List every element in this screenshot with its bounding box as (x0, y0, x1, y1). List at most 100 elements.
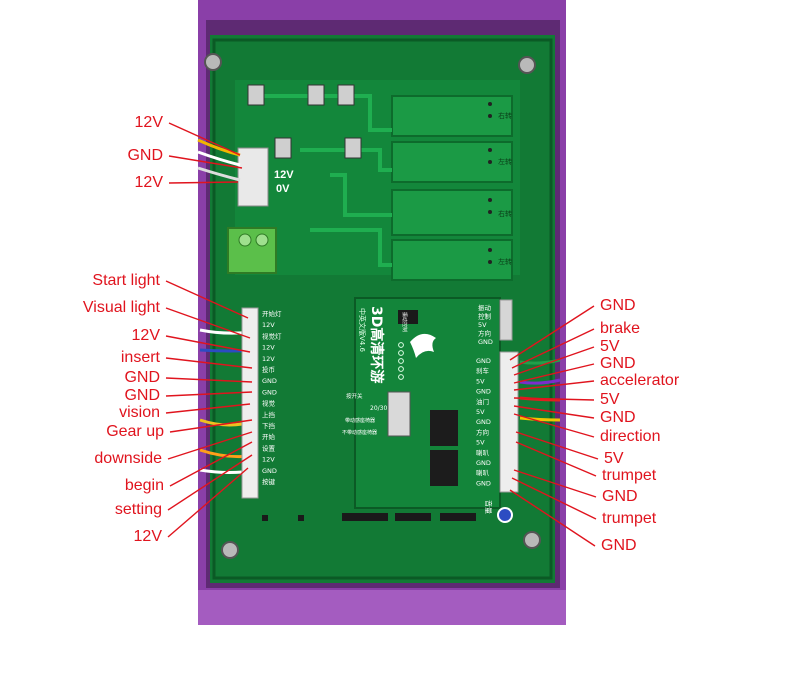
ic-socket-top (430, 410, 458, 446)
silkscreen-pin-label: 5V (476, 439, 485, 447)
silkscreen-pin-label: 12V (262, 344, 275, 352)
relay-1 (391, 95, 513, 137)
callout-label-right: 5V (600, 338, 620, 355)
callout-leader-left (167, 431, 253, 460)
callout-label-left: GND (124, 387, 160, 404)
silkscreen-pin-label: 刹车 (476, 366, 490, 375)
pcb-trace (330, 173, 392, 217)
screw-terminal (227, 227, 277, 274)
relay-pin (488, 148, 492, 152)
screw-top-right (518, 56, 536, 74)
board-version: 中英文版V4.6 (358, 308, 367, 352)
callout-leader-right (513, 413, 595, 438)
wire (197, 166, 241, 182)
silkscreen-pin-label: 5V (476, 408, 485, 416)
callout-label-left: vision (119, 404, 160, 421)
callout-leader-lines (165, 122, 599, 547)
screw-top-left (204, 53, 222, 71)
transistor (337, 84, 355, 106)
screw-bottom-left (221, 541, 239, 559)
relay-4-label: 左转 (498, 257, 512, 266)
relay-4 (391, 239, 513, 281)
callout-label-right: direction (600, 428, 661, 445)
callout-leader-right (513, 405, 595, 419)
relay-2 (391, 141, 513, 183)
silkscreen-pin-label: GND (262, 467, 277, 475)
header-pin (395, 513, 431, 521)
silkscreen-pin-label: 12V (262, 456, 275, 464)
silkscreen-pin-label: 喇叭 (476, 448, 490, 457)
callout-leader-right (513, 469, 597, 498)
callout-label-left: begin (124, 477, 164, 494)
transistor (344, 137, 362, 159)
header-pin (342, 513, 388, 521)
silkscreen-pin-label: 方向 (478, 329, 491, 338)
left-header-connector (241, 307, 259, 499)
callout-leader-left (165, 391, 253, 397)
transistor (247, 84, 265, 106)
led (398, 342, 404, 348)
callout-label-left: 12V (134, 174, 163, 191)
silkscreen-pin-label: 开始 (262, 432, 276, 441)
transistor (274, 137, 292, 159)
relay-3 (391, 189, 513, 236)
mounting-screws (204, 53, 541, 559)
relay-pins (488, 102, 492, 264)
silkscreen-pin-label: 设置 (262, 443, 276, 452)
callout-leader-left (169, 441, 253, 487)
silkscreen-pin-label: 5V (476, 377, 485, 385)
callout-label-left: insert (120, 349, 160, 366)
callout-leader-right (511, 477, 597, 520)
pcb-trace (300, 148, 392, 172)
silkscreen-pin-label: 开始灯 (262, 309, 282, 318)
callout-label-left: GND (127, 147, 163, 164)
power-0v-silkscreen: 0V (276, 183, 290, 195)
relay-pin (488, 210, 492, 214)
callout-label-right: brake (600, 320, 641, 337)
callout-leader-right (513, 363, 595, 384)
callout-label-right: trumpet (602, 467, 657, 484)
silkscreen-pin-label: GND (476, 418, 491, 426)
terminal-screw (238, 233, 252, 247)
silkscreen-pin-label: 振动 (478, 303, 492, 312)
callout-leader-left (168, 181, 239, 184)
silkscreen-pin-label: GND (476, 357, 491, 365)
silkscreen-pin-label: 喇叭 (476, 468, 490, 477)
led (398, 358, 404, 364)
transistor-row (247, 84, 362, 159)
volume-silkscreen: 音量 (484, 500, 493, 514)
pcb-trace (310, 228, 392, 267)
callout-label-right: GND (600, 409, 636, 426)
callout-leader-left (165, 335, 251, 353)
relay-bank (391, 95, 513, 281)
board-title: 3D高清环游 (368, 306, 385, 383)
silkscreen-pin-label: 下挡 (262, 421, 275, 430)
silkscreen-pin-label: 12V (262, 321, 275, 329)
relay-pin (488, 160, 492, 164)
callout-label-left: downside (94, 450, 162, 467)
wire (197, 150, 241, 167)
callout-label-right: 5V (604, 450, 624, 467)
relay-2-label: 左转 (498, 157, 512, 166)
callout-leader-left (165, 357, 253, 369)
silkscreen-pin-label: GND (262, 388, 277, 396)
silkscreen-pin-label: GND (476, 459, 491, 467)
dip-switch (387, 391, 411, 437)
silkscreen-pin-label: 控制 (478, 312, 492, 321)
silkscreen-pin-label: 视觉 (262, 399, 276, 408)
relay-pin (488, 260, 492, 264)
mode-label-3: 带动感座椅器 (345, 417, 375, 424)
relay-pin (488, 198, 492, 202)
callout-leader-right (511, 328, 595, 369)
callout-label-right: GND (602, 488, 638, 505)
callout-label-right: GND (600, 355, 636, 372)
callout-label-right: 5V (600, 391, 620, 408)
callout-leader-right (515, 441, 597, 477)
mode-label-1: 按开关 (346, 392, 363, 400)
callout-label-left: GND (124, 369, 160, 386)
callout-label-left: setting (114, 501, 162, 518)
relay-1-label: 右转 (498, 111, 512, 120)
silkscreen-pin-label: 方向 (476, 427, 489, 436)
